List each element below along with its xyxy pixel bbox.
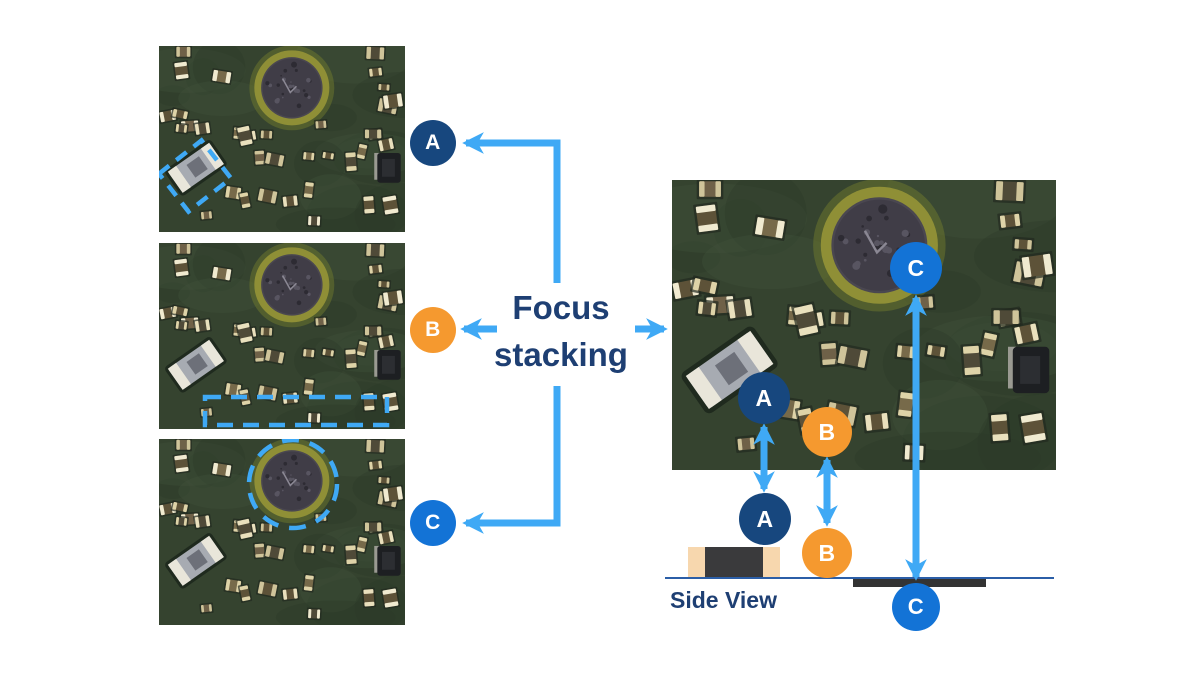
marker-c-sideview: C [892,583,940,631]
diagram-title: Focus stacking [455,284,667,378]
pcb-image-focus-a [159,46,405,232]
ic-chip [374,152,401,183]
side-view-baseline [665,577,1054,579]
marker-b-result: B [802,407,852,457]
side-view-label: Side View [670,587,777,613]
marker-c-label: C [907,254,925,281]
crystal-component [681,326,778,414]
marker-b-sideview: B [802,528,852,578]
ic-chip [374,545,401,576]
pcb-image-focus-b [159,243,405,429]
crystal-component [165,337,227,393]
focus-region-highlight [159,137,235,215]
component-terminal-left [688,547,705,577]
marker-c-result: C [890,242,942,294]
marker-b-label: B [425,318,441,341]
pcb-image-focus-c [159,439,405,625]
side-view-component-tall [688,547,780,577]
component-terminal-right [763,547,780,577]
marker-b-label: B [818,539,836,566]
marker-a-left: A [410,120,456,166]
arrow-stack-to-c [462,386,561,534]
marker-c-left: C [410,500,456,546]
marker-a-label: A [755,384,773,411]
focus-region-highlight [202,394,390,428]
crystal-component [165,533,227,589]
diagram-title-line1: Focus [512,289,610,326]
component-body [705,547,763,577]
marker-a-sideview: A [739,493,791,545]
focus-region-highlight [246,439,340,531]
marker-a-label: A [756,505,774,532]
marker-a-label: A [425,131,441,154]
ic-chip [374,349,401,380]
arrow-stack-to-a [462,132,561,283]
marker-a-result: A [738,372,790,424]
marker-c-label: C [907,594,925,619]
marker-b-left: B [410,307,456,353]
marker-b-label: B [818,418,836,445]
marker-c-label: C [425,511,441,534]
pcb-image-stacked-result [672,180,1056,470]
diagram-title-line2: stacking [494,336,628,373]
ic-chip [1008,346,1050,394]
